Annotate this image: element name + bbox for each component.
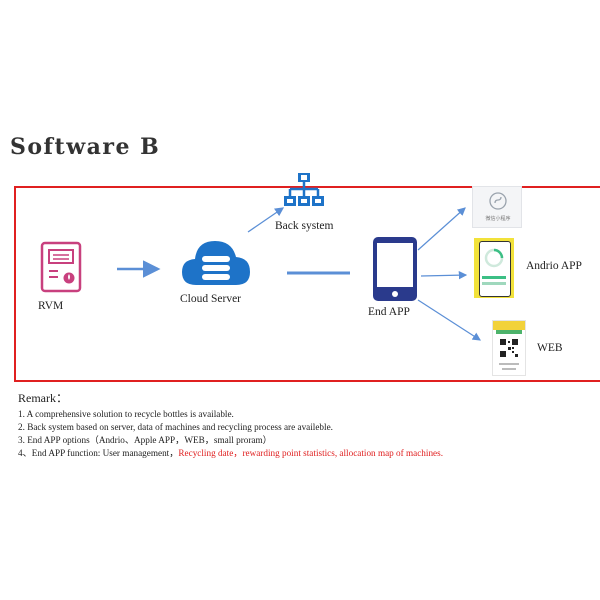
smartphone-icon (373, 237, 417, 301)
rvm-label: RVM (38, 300, 64, 312)
remark-item-1: 1. A comprehensive solution to recycle b… (18, 409, 234, 419)
remark-item-3: 3. End APP options（Andrio、Apple APP，WEB，… (18, 435, 272, 445)
arrow-endapp-to-web (417, 299, 482, 341)
remark-item-2: 2. Back system based on server, data of … (18, 422, 333, 432)
network-hierarchy-icon (284, 173, 324, 206)
rvm-machine-icon (40, 241, 82, 293)
web-label: WEB (537, 342, 563, 354)
back-system-label: Back system (275, 220, 334, 232)
arrow-endapp-to-miniprogram (417, 207, 466, 251)
diagram-frame (14, 186, 600, 382)
remark-item-4-highlight: Recycling date，rewarding point statistic… (178, 448, 443, 458)
arrow-cloud-to-back-system (247, 207, 285, 233)
remark-item-4: 4、End APP function: User management，Recy… (18, 448, 443, 458)
page-title: Software B (10, 134, 161, 160)
web-header-accent (496, 330, 522, 334)
remarks-section: Remark： 1. A comprehensive solution to r… (18, 389, 598, 460)
web-header-banner (493, 321, 525, 330)
qr-code-icon (499, 338, 519, 358)
andrio-app-label: Andrio APP (526, 260, 582, 272)
andrio-app-status-bar (482, 282, 506, 285)
web-footer-bar (502, 368, 516, 370)
mini-program-thumbnail: 微信小程序 (472, 186, 522, 228)
andrio-app-screenshot (474, 238, 514, 298)
mini-program-caption: 微信小程序 (485, 216, 511, 222)
cloud-server-icon (182, 241, 250, 285)
arrow-endapp-to-andrio (420, 270, 468, 280)
web-footer-bar (499, 363, 519, 365)
cloud-server-label: Cloud Server (180, 293, 242, 305)
mini-program-icon (489, 192, 507, 210)
andrio-app-progress-ring-icon (484, 248, 504, 268)
remarks-heading: Remark： (18, 391, 68, 405)
web-screenshot (492, 320, 526, 376)
end-app-label: End APP (368, 306, 410, 318)
andrio-app-status-bar (482, 276, 506, 279)
